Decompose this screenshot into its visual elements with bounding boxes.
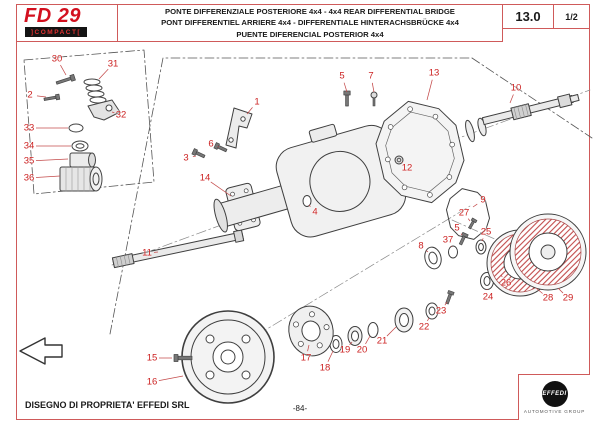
callout-23: 23 <box>435 305 447 317</box>
callout-34: 34 <box>23 140 35 152</box>
callout-15: 15 <box>146 352 158 364</box>
header: FD 29 ]COMPACT[ PONTE DIFFERENZIALE POST… <box>16 4 590 42</box>
callout-32: 32 <box>115 109 127 121</box>
sheet-number: 1/2 <box>554 4 590 29</box>
title-line-es: PUENTE DIFERENCIAL POSTERIOR 4x4 <box>236 29 384 39</box>
callout-7: 7 <box>368 70 374 82</box>
hub-bearing-parts <box>329 302 439 353</box>
inset-detail-parts <box>43 74 121 192</box>
callout-26: 26 <box>500 277 512 289</box>
callout-20: 20 <box>356 344 368 356</box>
wheel-hub <box>288 305 334 357</box>
callout-18: 18 <box>319 362 331 374</box>
callout-22: 22 <box>418 321 430 333</box>
brake-drum <box>181 310 275 404</box>
callout-31: 31 <box>107 58 119 70</box>
callout-2: 2 <box>27 89 33 101</box>
callout-4: 4 <box>312 206 318 218</box>
view-boundary <box>23 49 593 335</box>
drain-plug <box>394 155 404 165</box>
callout-28: 28 <box>542 292 554 304</box>
brand-box: FD 29 ]COMPACT[ <box>16 4 118 42</box>
support-bracket <box>225 107 253 149</box>
brake-backplates <box>486 213 587 297</box>
callout-17: 17 <box>300 352 312 364</box>
seal-rings <box>424 239 505 290</box>
property-note: DISEGNO DI PROPRIETA' EFFEDI SRL <box>25 400 190 410</box>
callout-6: 6 <box>208 138 214 150</box>
callout-24: 24 <box>482 291 494 303</box>
header-right: 13.0 1/2 <box>503 4 590 42</box>
callout-30: 30 <box>51 53 63 65</box>
bolt <box>445 290 455 305</box>
breather-plug <box>370 91 378 107</box>
bolt <box>343 90 351 107</box>
callout-9: 9 <box>480 194 486 206</box>
brand-tagline: ]COMPACT[ <box>25 27 87 37</box>
callout-33: 33 <box>23 122 35 134</box>
axle-shaft <box>481 93 580 126</box>
brand-logo: FD 29 <box>24 5 81 27</box>
direction-arrow-icon <box>19 337 63 365</box>
stud <box>468 217 478 230</box>
callout-10: 10 <box>510 82 522 94</box>
effedi-logo-icon: EFFEDI <box>541 381 568 407</box>
publisher-logo-subtext: AUTOMOTIVE GROUP <box>523 409 586 414</box>
section-code: 13.0 <box>503 4 554 29</box>
publisher-logo-box: EFFEDI AUTOMOTIVE GROUP <box>518 374 590 420</box>
callout-37: 37 <box>442 234 454 246</box>
callout-29: 29 <box>562 292 574 304</box>
title-box: PONTE DIFFERENZIALE POSTERIORE 4x4 - 4x4… <box>118 4 503 42</box>
callout-21: 21 <box>376 335 388 347</box>
page-number: -84- <box>292 404 308 413</box>
differential-cover <box>375 100 465 204</box>
half-shaft <box>111 229 245 269</box>
callout-16: 16 <box>146 376 158 388</box>
callout-3: 3 <box>183 152 189 164</box>
callout-35: 35 <box>23 155 35 167</box>
callout-11: 11 <box>142 247 152 259</box>
callout-25: 25 <box>480 226 492 238</box>
bolt <box>458 231 469 246</box>
callout-leader-lines <box>35 64 564 382</box>
callout-27: 27 <box>458 207 470 219</box>
callout-1: 1 <box>254 96 260 108</box>
title-line-it-en: PONTE DIFFERENZIALE POSTERIORE 4x4 - 4x4… <box>165 7 455 17</box>
callout-13: 13 <box>428 67 440 79</box>
screw <box>213 142 228 153</box>
callout-12: 12 <box>401 162 413 174</box>
callout-8: 8 <box>418 240 424 252</box>
callout-5: 5 <box>454 222 460 234</box>
callout-5: 5 <box>339 70 345 82</box>
screw <box>191 148 206 159</box>
callout-19: 19 <box>339 344 351 356</box>
callout-36: 36 <box>23 172 35 184</box>
title-line-fr-de: PONT DIFFERENTIEL ARRIERE 4x4 - DIFFEREN… <box>161 18 459 28</box>
callout-14: 14 <box>199 172 211 184</box>
bolt <box>173 354 193 362</box>
gasket <box>445 188 491 240</box>
washer <box>302 195 312 207</box>
